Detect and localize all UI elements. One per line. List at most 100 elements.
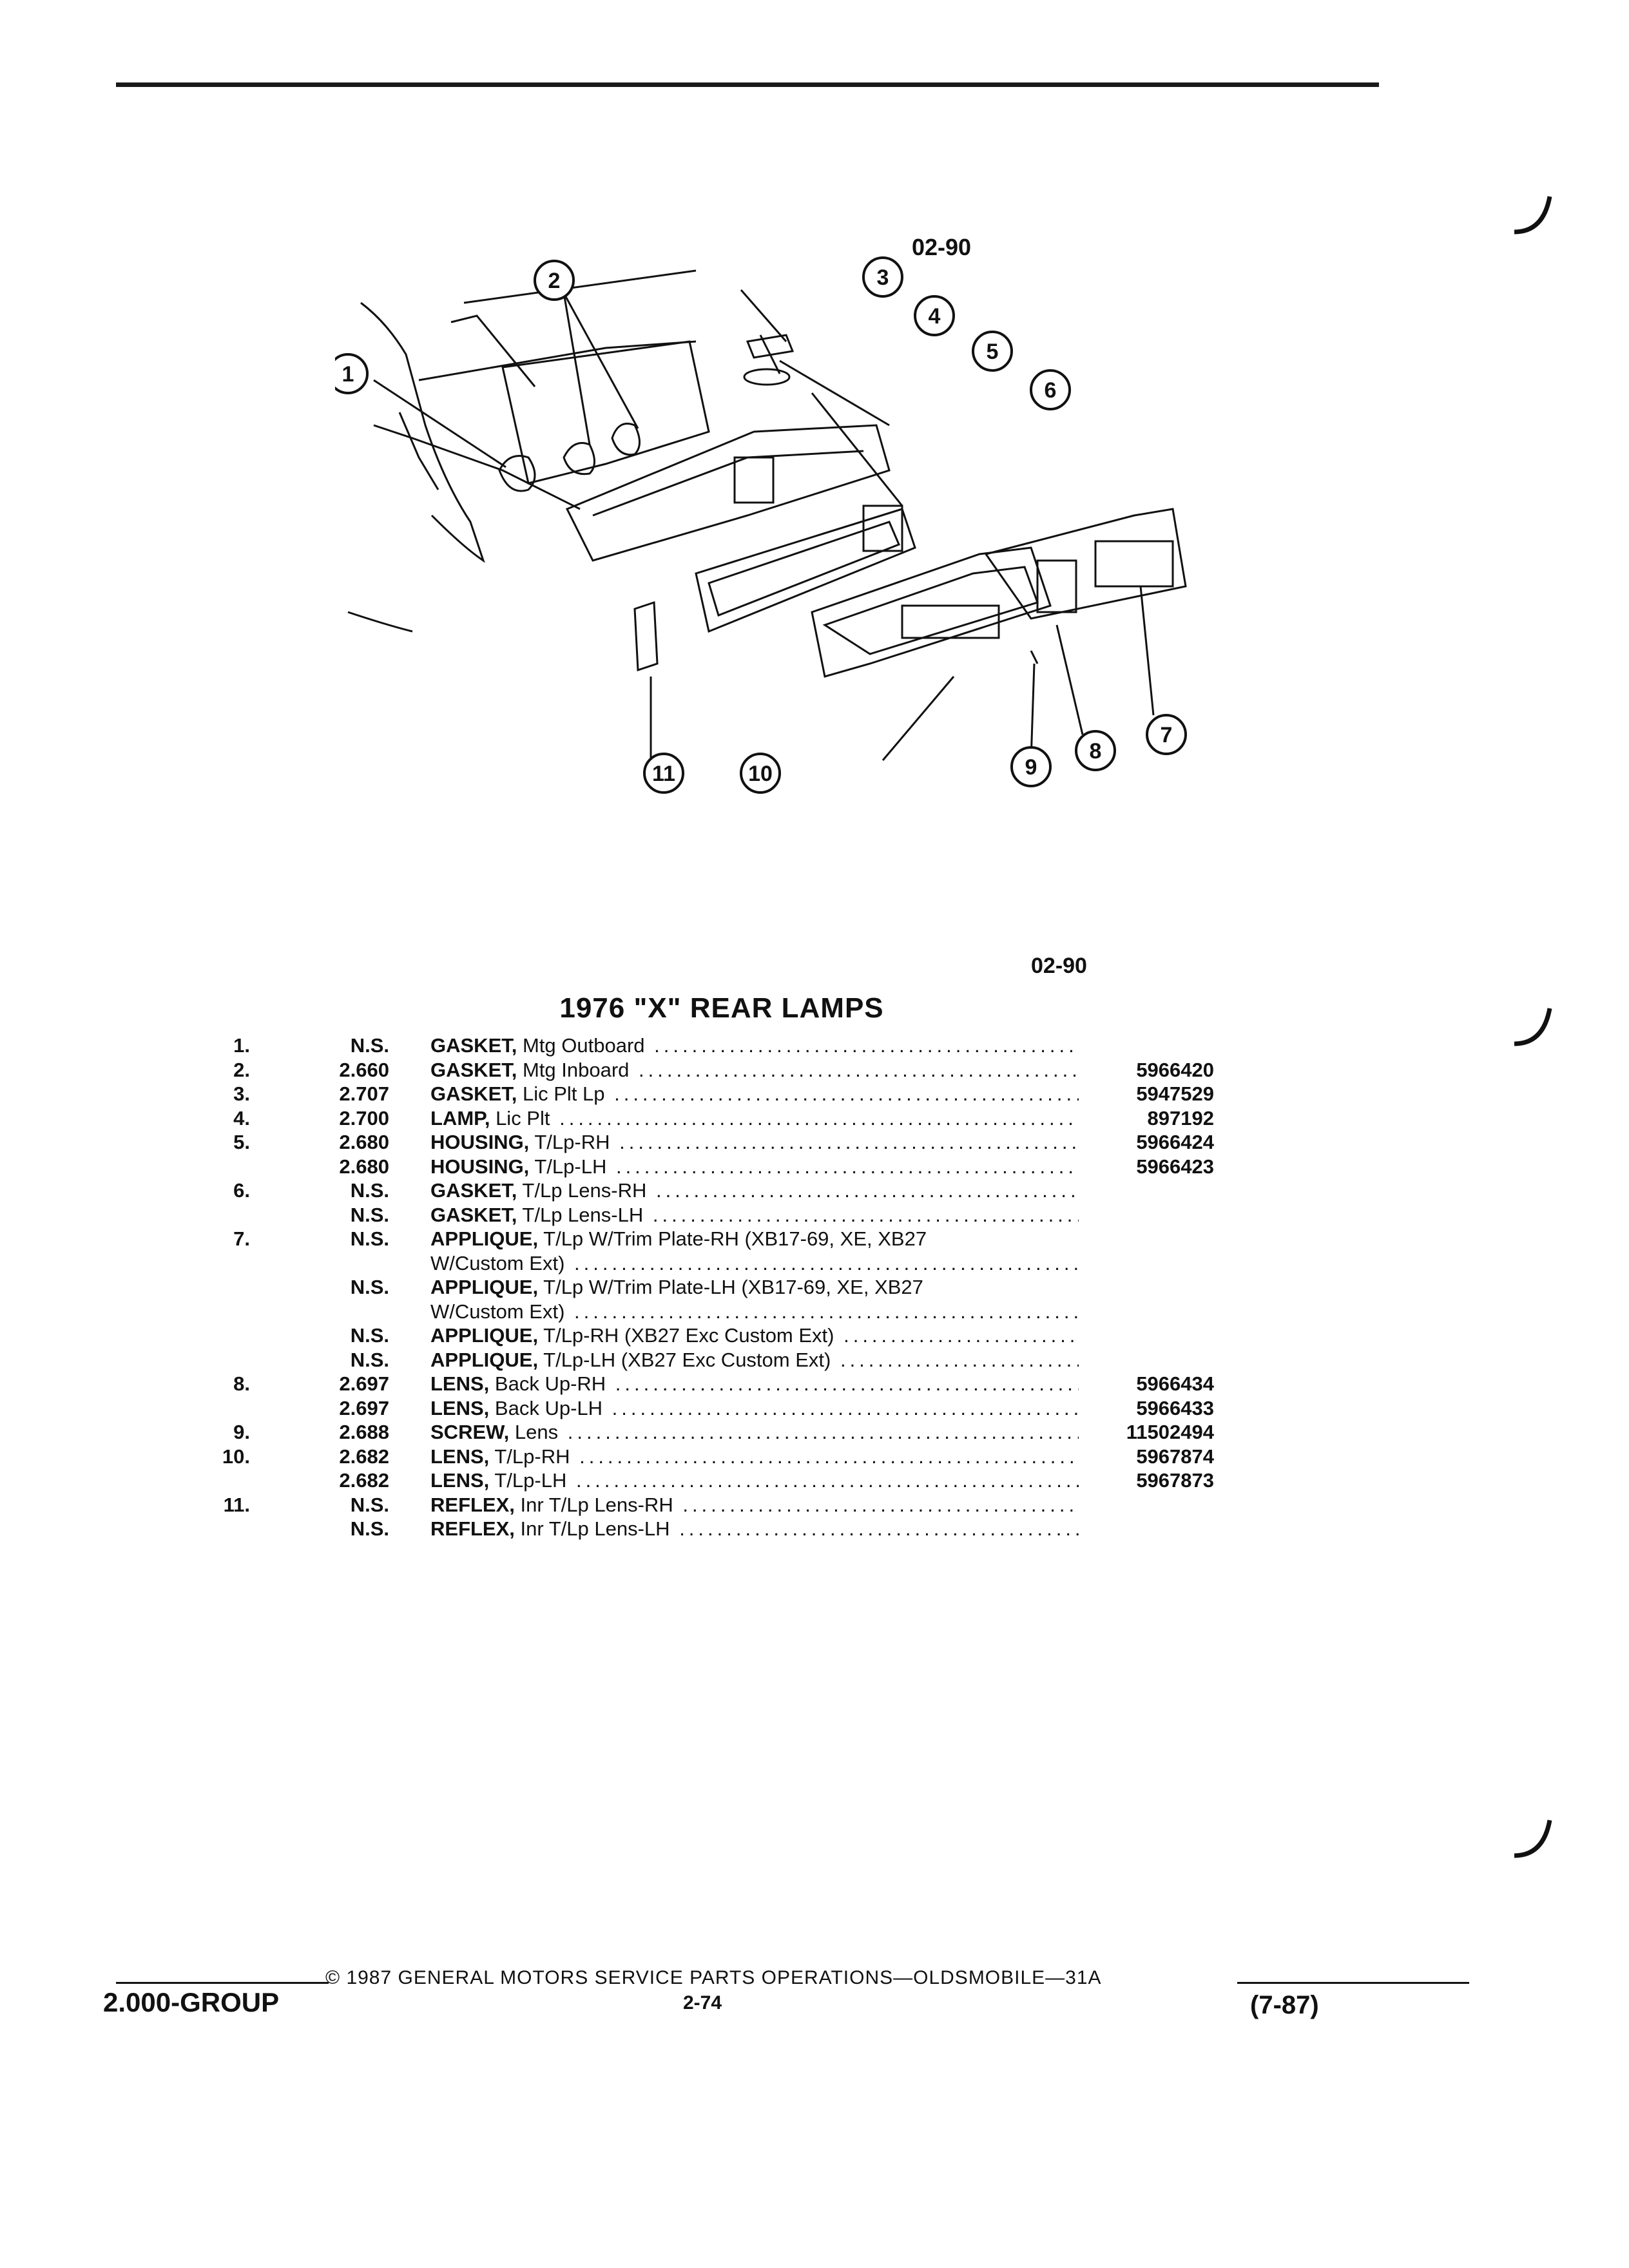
- group-number: N.S.: [350, 1203, 389, 1226]
- part-detail: T/Lp-LH (XB27 Exc Custom Ext): [538, 1348, 831, 1371]
- part-name: SCREW,: [430, 1421, 510, 1443]
- part-number: 5966423: [1136, 1155, 1214, 1178]
- part-description: REFLEX, Inr T/Lp Lens-LH ...............…: [430, 1517, 1079, 1541]
- leader-dots: ........................................…: [679, 1517, 1079, 1540]
- part-name: GASKET,: [430, 1179, 517, 1202]
- part-name: REFLEX,: [430, 1517, 515, 1540]
- footer-rule-left: [116, 1982, 329, 1984]
- part-number: 11502494: [1126, 1421, 1214, 1443]
- group-number: 2.682: [339, 1445, 389, 1468]
- part-name: HOUSING,: [430, 1131, 530, 1153]
- part-name: APPLIQUE,: [430, 1276, 539, 1298]
- part-name: HOUSING,: [430, 1155, 530, 1178]
- footer-date: (7-87): [1250, 1991, 1319, 2019]
- leader-dots: ........................................…: [575, 1469, 1079, 1492]
- item-number: 11.: [223, 1493, 250, 1516]
- part-detail: Lic Plt Lp: [517, 1082, 605, 1105]
- part-number: 5966433: [1136, 1396, 1214, 1419]
- group-number: N.S.: [350, 1517, 389, 1540]
- group-number: 2.697: [339, 1372, 389, 1395]
- part-description: W/Custom Ext) ..........................…: [430, 1300, 1079, 1324]
- callout-8: 8: [1090, 739, 1102, 764]
- leader-dots: ........................................…: [840, 1348, 1079, 1371]
- callout-7: 7: [1161, 723, 1173, 747]
- parts-row: N.S. REFLEX, Inr T/Lp Lens-LH ...........…: [0, 1517, 1629, 1541]
- leader-dots: ........................................…: [579, 1445, 1079, 1468]
- part-description: LENS, Back Up-LH .......................…: [430, 1396, 1079, 1421]
- footer-rule-right: [1237, 1982, 1469, 1984]
- part-description: SCREW, Lens ............................…: [430, 1420, 1079, 1445]
- figure-code-bottom: 02-90: [1031, 954, 1087, 978]
- footer-copyright: © 1987 GENERAL MOTORS SERVICE PARTS OPER…: [325, 1967, 1102, 1988]
- group-number: 2.680: [339, 1131, 389, 1153]
- callout-1: 1: [342, 362, 354, 387]
- binder-mark-2: [1514, 1008, 1552, 1046]
- binder-mark-3: [1514, 1820, 1552, 1858]
- part-detail: Inr T/Lp Lens-LH: [514, 1517, 670, 1540]
- callout-9: 9: [1025, 755, 1037, 780]
- part-detail: T/Lp Lens-RH: [517, 1179, 647, 1202]
- part-description: GASKET, Mtg Outboard ...................…: [430, 1033, 1079, 1058]
- binder-mark-1: [1514, 196, 1552, 235]
- part-name: APPLIQUE,: [430, 1348, 539, 1371]
- part-description: GASKET, Mtg Inboard ....................…: [430, 1058, 1079, 1082]
- group-number: N.S.: [350, 1276, 389, 1298]
- item-number: 5.: [233, 1131, 250, 1153]
- parts-row: N.S. APPLIQUE, T/Lp-LH (XB27 Exc Custom E…: [0, 1348, 1629, 1372]
- part-detail: Mtg Inboard: [517, 1058, 630, 1081]
- part-name: GASKET,: [430, 1203, 517, 1226]
- part-description: LENS, T/Lp-LH ..........................…: [430, 1468, 1079, 1493]
- part-detail: Back Up-LH: [489, 1396, 603, 1419]
- part-number: 897192: [1147, 1106, 1214, 1129]
- parts-row: W/Custom Ext) ..........................…: [0, 1300, 1629, 1324]
- exploded-parts-diagram: 1 2 3 4 5 6 7 8 9 10 11: [327, 213, 1224, 857]
- part-detail: T/Lp-RH: [489, 1445, 570, 1468]
- callout-2: 2: [548, 269, 561, 293]
- item-number: 7.: [233, 1227, 250, 1250]
- parts-row: 6.N.S.GASKET, T/Lp Lens-RH .............…: [0, 1178, 1629, 1203]
- item-number: 8.: [233, 1372, 250, 1395]
- leader-dots: ........................................…: [574, 1300, 1079, 1323]
- part-description: LAMP, Lic Plt ..........................…: [430, 1106, 1079, 1131]
- part-detail: T/Lp W/Trim Plate-LH (XB17-69, XE, XB27: [538, 1276, 923, 1298]
- leader-dots: ........................................…: [559, 1106, 1079, 1129]
- part-description: GASKET, Lic Plt Lp .....................…: [430, 1082, 1079, 1106]
- part-name: GASKET,: [430, 1058, 517, 1081]
- part-detail: T/Lp-RH (XB27 Exc Custom Ext): [538, 1324, 834, 1347]
- group-number: 2.707: [339, 1082, 389, 1105]
- leader-dots: ........................................…: [615, 1155, 1079, 1178]
- part-name: LENS,: [430, 1396, 490, 1419]
- part-detail: T/Lp W/Trim Plate-RH (XB17-69, XE, XB27: [538, 1227, 927, 1250]
- footer-page-number: 2-74: [683, 1992, 722, 2013]
- group-number: N.S.: [350, 1493, 389, 1516]
- part-description: W/Custom Ext) ..........................…: [430, 1251, 1079, 1276]
- leader-dots: ........................................…: [654, 1034, 1079, 1057]
- part-description: LENS, Back Up-RH .......................…: [430, 1372, 1079, 1396]
- part-description: APPLIQUE, T/Lp W/Trim Plate-LH (XB17-69,…: [430, 1275, 1079, 1300]
- parts-row: W/Custom Ext) ..........................…: [0, 1251, 1629, 1276]
- part-name: REFLEX,: [430, 1493, 515, 1516]
- footer-group: 2.000-GROUP: [103, 1987, 280, 2017]
- leader-dots: ........................................…: [652, 1203, 1079, 1226]
- part-detail: Back Up-RH: [489, 1372, 606, 1395]
- leader-dots: ........................................…: [614, 1082, 1079, 1105]
- parts-row: 8. 2.697 LENS, Back Up-RH ................…: [0, 1372, 1629, 1396]
- parts-list: 1.N.S.GASKET, Mtg Outboard .............…: [0, 1033, 1629, 1541]
- group-number: N.S.: [350, 1348, 389, 1371]
- part-name: APPLIQUE,: [430, 1324, 539, 1347]
- leader-dots: ........................................…: [639, 1058, 1079, 1081]
- part-detail: Lens: [509, 1421, 559, 1443]
- part-name: LENS,: [430, 1372, 490, 1395]
- parts-row: N.S.GASKET, T/Lp Lens-LH ...............…: [0, 1203, 1629, 1227]
- part-detail: T/Lp-RH: [529, 1131, 610, 1153]
- figure-code-top: 02-90: [912, 234, 972, 260]
- item-number: 4.: [233, 1106, 250, 1129]
- part-number: 5947529: [1136, 1082, 1214, 1105]
- part-detail: Inr T/Lp Lens-RH: [514, 1493, 673, 1516]
